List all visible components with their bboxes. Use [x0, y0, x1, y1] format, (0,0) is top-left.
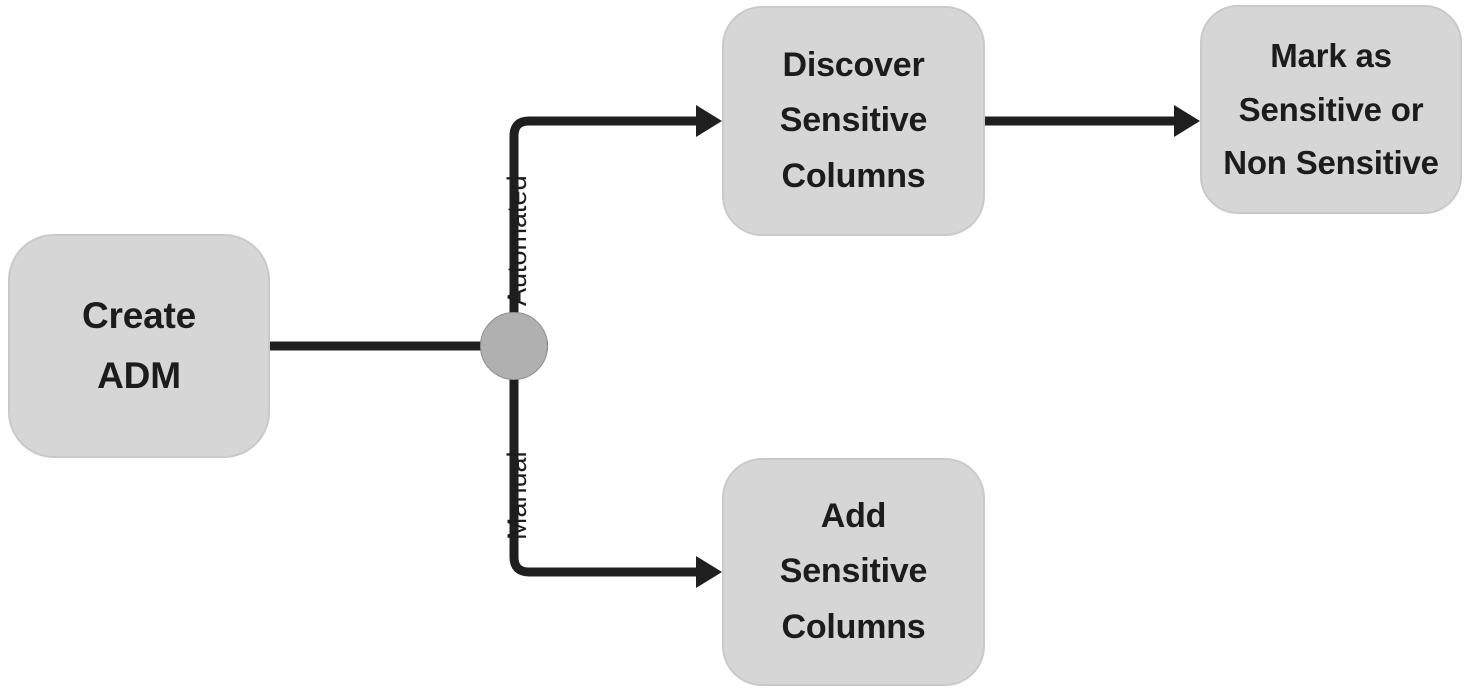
arrowhead-to-mark	[1174, 105, 1200, 137]
mark-as-sensitive-node[interactable]: Mark as Sensitive or Non Sensitive	[1200, 5, 1462, 214]
discover-line-1: Discover	[782, 46, 925, 85]
add-line-2: Sensitive	[779, 552, 928, 591]
branch-label-manual: Manual	[502, 451, 532, 540]
add-line-1: Add	[820, 497, 887, 536]
discover-line-3: Columns	[781, 156, 926, 195]
edge-junction-to-discover	[509, 116, 700, 346]
branch-junction-node[interactable]	[480, 312, 548, 380]
mark-line-1: Mark as	[1270, 37, 1392, 75]
edge-junction-to-add	[509, 346, 700, 577]
add-line-3: Columns	[781, 607, 926, 646]
branch-label-automated: Automated	[502, 175, 532, 306]
add-sensitive-columns-node[interactable]: Add Sensitive Columns	[722, 458, 985, 686]
discover-sensitive-columns-node[interactable]: Discover Sensitive Columns	[722, 6, 985, 236]
arrowhead-to-add	[696, 556, 722, 588]
arrowhead-to-discover	[696, 105, 722, 137]
mark-line-3: Non Sensitive	[1223, 144, 1439, 182]
mark-line-2: Sensitive or	[1238, 90, 1424, 128]
discover-line-2: Sensitive	[779, 101, 928, 140]
create-adm-node[interactable]: Create ADM	[8, 234, 270, 458]
create-adm-line-1: Create	[82, 295, 196, 337]
create-adm-line-2: ADM	[97, 355, 181, 396]
